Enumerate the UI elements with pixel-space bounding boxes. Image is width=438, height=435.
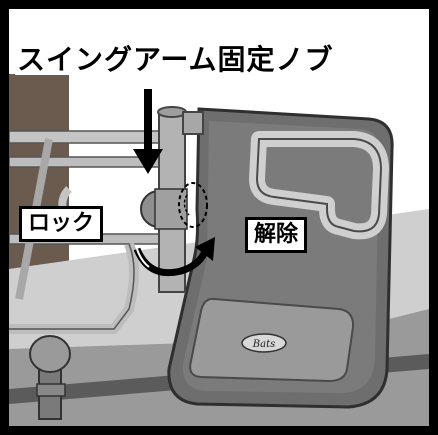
- lower-joint: [29, 335, 71, 373]
- figure-title: スイングアーム固定ノブ: [15, 43, 336, 76]
- down-arrow-head: [133, 149, 163, 174]
- wheelchair-armrest-illustration: Bats: [9, 9, 429, 426]
- bats-logo: [241, 333, 287, 353]
- lock-label: ロック: [19, 206, 104, 242]
- release-label: 解除: [245, 217, 308, 253]
- rotation-arrow-head: [195, 237, 215, 261]
- down-arrow-shaft: [144, 89, 152, 159]
- rail-upper: [9, 130, 185, 144]
- release-position-marker: [178, 182, 208, 228]
- bats-logo-text: Bats: [252, 339, 275, 350]
- post-bracket: [182, 111, 204, 135]
